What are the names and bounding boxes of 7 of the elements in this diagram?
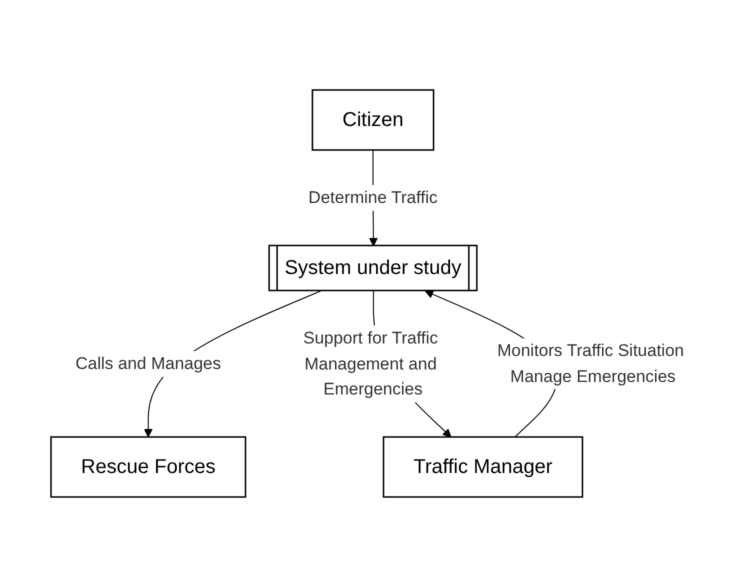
node-box: Rescue Forces [50, 436, 246, 498]
edge-label: Support for Traffic Management and Emergencies [302, 328, 438, 398]
node-box: Citizen [311, 89, 434, 151]
node-box: Traffic Manager [382, 436, 583, 498]
edge-label: Calls and Manages [74, 354, 221, 373]
edge-label: Determine Traffic [308, 188, 438, 207]
edge-label: Monitors Traffic Situation Manage Emergencies [496, 341, 684, 386]
